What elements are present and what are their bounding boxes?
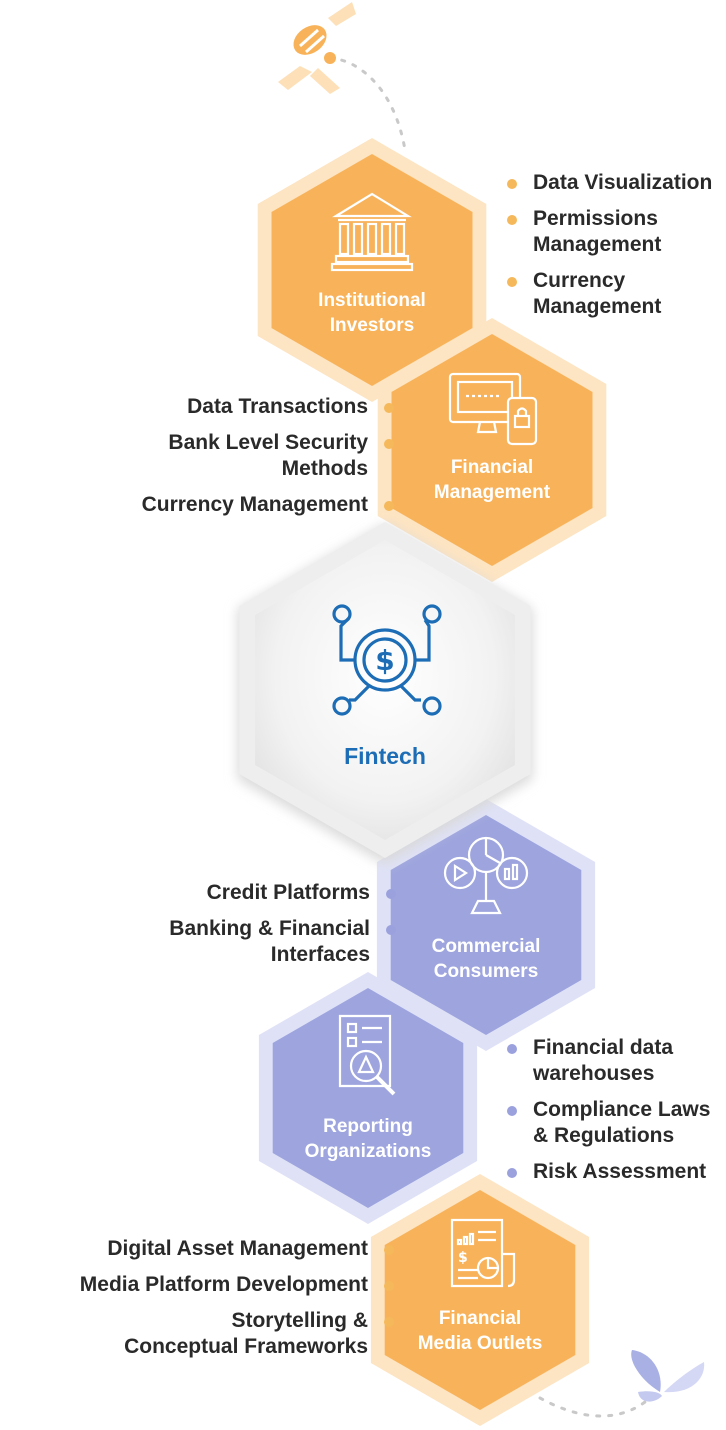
bullet-item: Risk Assessment [505,1159,710,1185]
svg-text:$: $ [375,644,394,677]
connector-top [328,56,407,152]
center-title: Fintech [344,743,426,769]
commercial-consumers-label-line: Consumers [433,961,539,982]
bullet-item: Credit Platforms [169,880,398,906]
bullet-text: Data Visualization [533,171,713,194]
bullet-text: Data Transactions [187,395,368,418]
bullet-text: Currency [533,269,626,292]
monitor-phone-icon [448,372,538,446]
bullet-text: & Regulations [533,1124,675,1147]
reporting-organizations-label-line: Reporting [323,1116,413,1137]
financial-media-outlets-hexagon: $ [370,1174,590,1426]
bullet-text: Conceptual Frameworks [124,1335,368,1358]
analytics-tree-icon [443,836,529,915]
commercial-consumers-hexagon [376,799,596,1051]
commercial-consumers-label-line: Commercial [431,936,541,957]
svg-text:$: $ [458,1250,468,1266]
bank-building-icon [330,192,414,272]
reporting-organizations-hexagon [258,972,478,1224]
reporting-organizations-label-line: Organizations [304,1141,432,1162]
bullet-text: Media Platform Development [79,1273,368,1296]
news-report-icon: $ [450,1218,516,1288]
bullet-text: Currency Management [141,493,368,516]
bullet-text: Bank Level Security [168,431,368,454]
financial-management-hex-inner [391,334,593,566]
bullet-text: Banking & Financial [169,917,370,940]
bee-icon [278,2,356,94]
bullet-text: Methods [281,457,368,480]
bullet-text: Management [533,233,662,256]
circuit-dollar-icon: $ [332,604,442,716]
bullet-text: Management [533,295,662,318]
bullet-text: Credit Platforms [206,881,370,904]
fintech-center-hexagon: $ [237,522,533,864]
bullet-text: Compliance Laws [533,1098,711,1121]
financial-management-label-line: Financial [450,457,534,478]
reporting-organizations-hex-inner [272,988,464,1208]
financial-management-label-line: Management [433,482,551,503]
bullet-text: Financial data [533,1036,674,1059]
bullet-text: Storytelling & [231,1309,368,1332]
report-magnifier-icon [338,1014,396,1096]
bullet-item: Storytelling & Conceptual Frameworks [80,1308,396,1360]
bullet-text: Risk Assessment [533,1160,707,1183]
bullet-text: warehouses [533,1062,655,1085]
bullet-item: Financial data warehouses [505,1035,710,1087]
bullet-text: Permissions [533,207,658,230]
financial-media-outlets-hex-inner [384,1190,576,1410]
butterfly-icon [631,1350,705,1402]
bullet-item: Data Transactions [142,394,396,420]
bullet-item: Data Visualization [505,170,712,196]
bullet-text: Digital Asset Management [107,1237,368,1260]
commercial-consumers-hex-inner [390,815,582,1035]
bullet-text: Interfaces [270,943,370,966]
bullet-item: Media Platform Development [80,1272,396,1298]
institutional-investors-hexagon [257,138,487,402]
bullet-item: Digital Asset Management [80,1236,396,1262]
financial-media-outlets-label-line: Media Outlets [417,1333,543,1354]
bullet-item: Currency Management [142,492,396,518]
financial-media-outlets-label-line: Financial [438,1308,522,1329]
institutional-investors-label-line: Investors [329,315,415,336]
connector-bottom [538,1396,652,1418]
institutional-investors-label-line: Institutional [318,290,426,311]
bullet-item: Compliance Laws & Regulations [505,1097,710,1149]
financial-management-hexagon [377,318,607,582]
